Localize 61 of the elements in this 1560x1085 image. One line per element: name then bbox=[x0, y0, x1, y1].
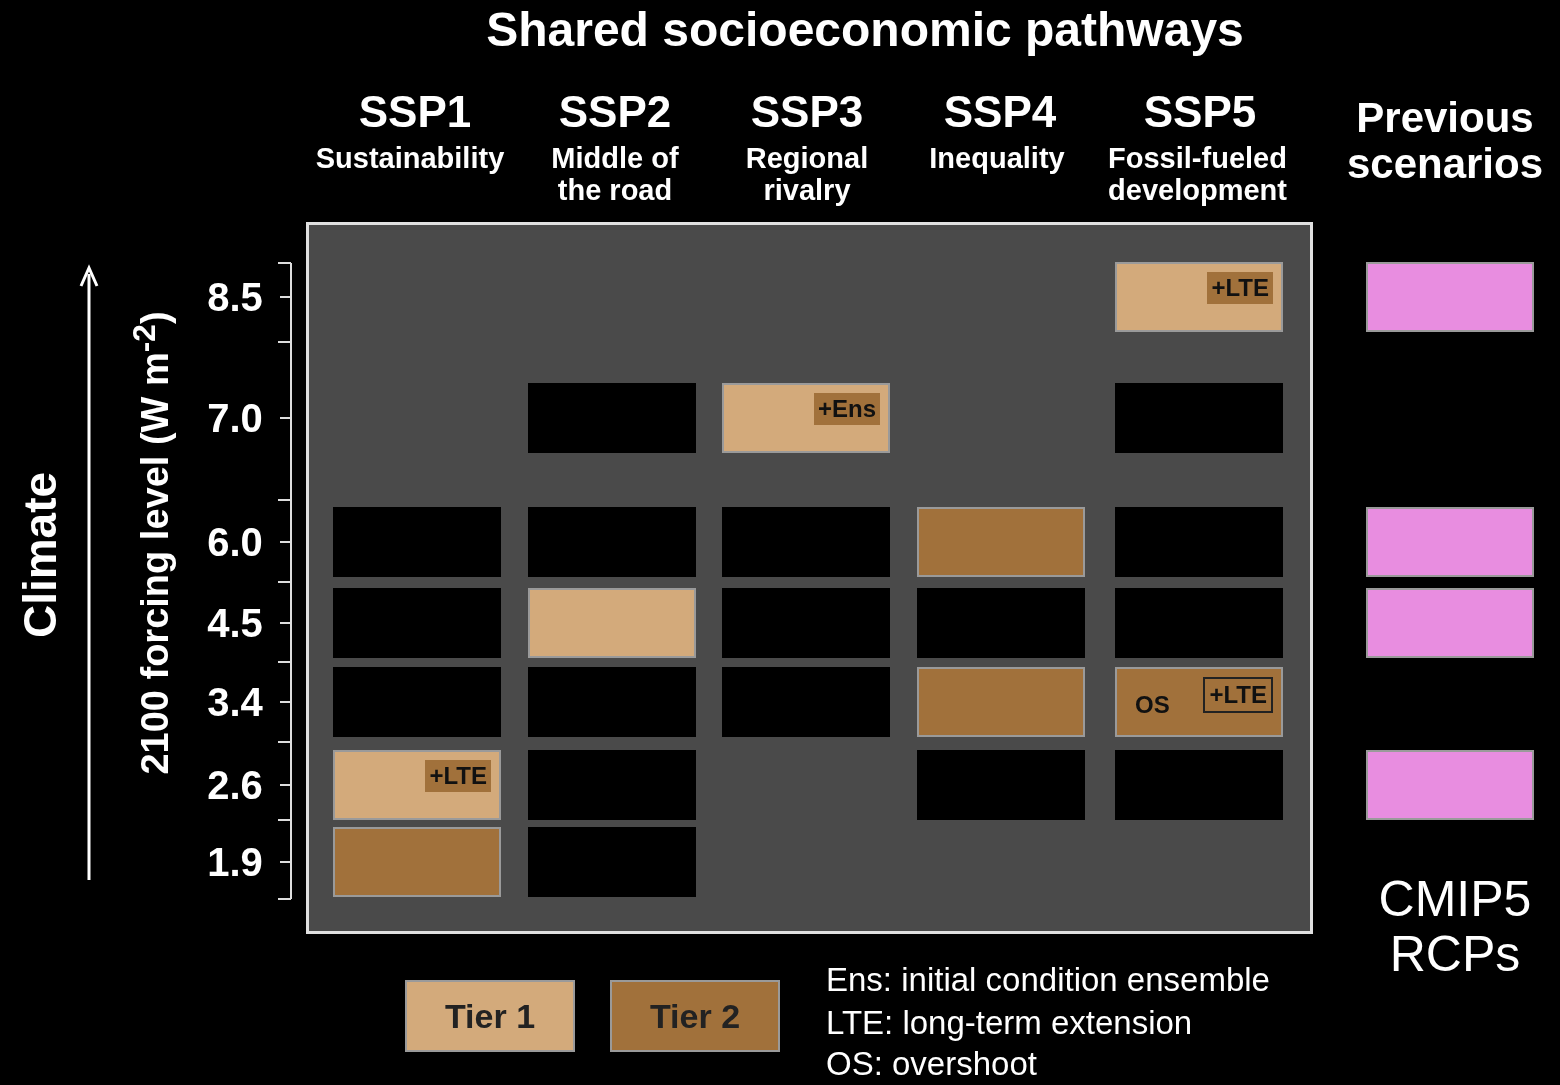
scenario-box bbox=[528, 667, 696, 737]
note: OS: overshoot bbox=[826, 1046, 1038, 1083]
scenario-box bbox=[722, 588, 890, 658]
scenario-box bbox=[917, 750, 1085, 820]
scenario-matrix-panel bbox=[306, 222, 1313, 934]
cell-tag: +LTE bbox=[425, 760, 491, 792]
scenario-box bbox=[333, 507, 501, 577]
note: Ens: initial condition ensemble bbox=[826, 962, 1271, 999]
column-heading: SSP1 bbox=[357, 88, 473, 137]
scenario-box bbox=[917, 588, 1085, 658]
scenario-box bbox=[333, 667, 501, 737]
scenario-box bbox=[1115, 507, 1283, 577]
scenario-box bbox=[1115, 383, 1283, 453]
tier-2-box bbox=[917, 667, 1085, 737]
tick-label: 7.0 bbox=[206, 396, 264, 440]
cell-tag: +LTE bbox=[1203, 677, 1273, 713]
tier-2-box bbox=[917, 507, 1085, 577]
previous-scenario-box bbox=[1366, 588, 1534, 658]
tick-label: 8.5 bbox=[206, 275, 264, 319]
scenario-box bbox=[1115, 750, 1283, 820]
tick-label: 1.9 bbox=[206, 840, 264, 884]
scenario-box bbox=[528, 750, 696, 820]
scenario-box bbox=[528, 383, 696, 453]
tick-label: 6.0 bbox=[206, 520, 264, 564]
tier-1-box bbox=[722, 383, 890, 453]
tick-label: 3.4 bbox=[206, 680, 264, 724]
column-subtitle: Sustainability bbox=[314, 143, 506, 175]
column-subtitle: Middle of the road bbox=[550, 143, 680, 207]
cell-text: OS bbox=[1135, 691, 1170, 719]
tick-label: 4.5 bbox=[206, 601, 264, 645]
scenario-box bbox=[528, 827, 696, 897]
panel-caption: CMIP5 RCPs bbox=[1377, 872, 1533, 982]
tick-label: 2.6 bbox=[206, 763, 264, 807]
column-subtitle: Fossil-fueled development bbox=[1107, 143, 1288, 207]
column-heading: SSP3 bbox=[749, 88, 865, 137]
note: LTE: long-term extension bbox=[826, 1005, 1194, 1042]
diagram-title: Shared socioeconomic pathways bbox=[486, 2, 1244, 57]
previous-scenario-box bbox=[1366, 750, 1534, 820]
tier-2-box bbox=[1115, 667, 1283, 737]
scenario-box bbox=[333, 588, 501, 658]
cell-tag: +LTE bbox=[1207, 272, 1273, 304]
scenario-box bbox=[528, 507, 696, 577]
tier-1-box bbox=[333, 750, 501, 820]
tier-1-box bbox=[528, 588, 696, 658]
scenario-box bbox=[722, 507, 890, 577]
column-heading: SSP2 bbox=[557, 88, 673, 137]
column-subtitle: Inequality bbox=[928, 143, 1066, 175]
legend-label: Tier 1 bbox=[444, 996, 536, 1036]
tier-1-box bbox=[1115, 262, 1283, 332]
cell-tag: +Ens bbox=[813, 393, 880, 425]
column-subtitle: Regional rivalry bbox=[744, 143, 870, 207]
axis-title: Climate bbox=[14, 471, 66, 639]
scenario-box bbox=[722, 667, 890, 737]
column-heading: Previous scenarios bbox=[1345, 95, 1545, 188]
column-heading: SSP5 bbox=[1142, 88, 1258, 137]
legend-label: Tier 2 bbox=[649, 996, 741, 1036]
previous-scenario-box bbox=[1366, 262, 1534, 332]
previous-scenario-box bbox=[1366, 507, 1534, 577]
scenario-box bbox=[1115, 588, 1283, 658]
tier-2-box bbox=[333, 827, 501, 897]
column-heading: SSP4 bbox=[942, 88, 1058, 137]
